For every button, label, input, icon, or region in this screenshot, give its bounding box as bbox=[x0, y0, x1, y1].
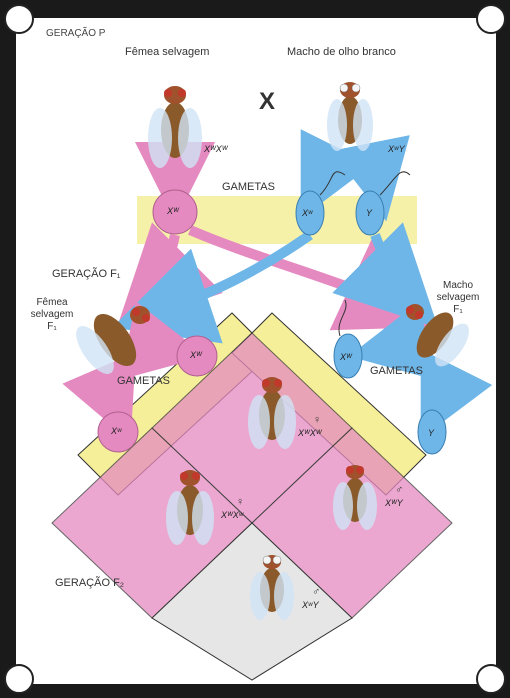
arrow-f1-male-gamete-1 bbox=[380, 345, 405, 350]
corner-bottom-left bbox=[4, 664, 34, 694]
gamete-male-p-y-label: Y bbox=[366, 208, 372, 218]
cross-symbol: X bbox=[259, 88, 275, 116]
gamete-f1-male-1-label: Xᵂ bbox=[340, 352, 352, 362]
gametes-label-p: GAMETAS bbox=[222, 181, 275, 193]
gamete-female-p-label: Xᵂ bbox=[167, 206, 179, 216]
female-wild-label: Fêmea selvagem bbox=[125, 46, 209, 58]
gametes-right-label: GAMETAS bbox=[370, 365, 423, 377]
female-genotype: XᵂXᵂ bbox=[204, 144, 228, 154]
f2-right-sex-symbol: ♂ bbox=[395, 484, 403, 496]
generation-f2-label: GERAÇÃO F₂ bbox=[55, 577, 124, 589]
gamete-f1-male-2-label: Y bbox=[428, 428, 434, 438]
male-wild-f1-line-1: Macho bbox=[432, 280, 484, 291]
f2-bottom-genotype: XʷY bbox=[302, 600, 319, 610]
arrow-f1-female-gamete-1 bbox=[150, 345, 175, 350]
f2-top-sex-symbol: ♀ bbox=[313, 414, 321, 426]
f2-left-genotype: XᵂXʷ bbox=[221, 510, 243, 520]
gamete-f1-female-2-label: Xʷ bbox=[111, 426, 122, 436]
female-wild-f1-line-2: selvagem bbox=[27, 309, 77, 320]
f2-right-genotype: XᵂY bbox=[385, 498, 403, 508]
f2-left-sex-symbol: ♀ bbox=[236, 496, 244, 508]
corner-top-left bbox=[4, 4, 34, 34]
generation-f1-label: GERAÇÃO F₁ bbox=[52, 268, 121, 280]
gamete-f1-female-1-label: Xᵂ bbox=[190, 350, 202, 360]
f2-bottom-sex-symbol: ♂ bbox=[312, 586, 320, 598]
gamete-male-p-x-label: Xʷ bbox=[302, 208, 313, 218]
female-wild-f1-line-1: Fêmea bbox=[27, 297, 77, 308]
corner-top-right bbox=[476, 4, 506, 34]
male-genotype: XʷY bbox=[388, 144, 405, 154]
male-white-eye-label: Macho de olho branco bbox=[287, 46, 396, 58]
gametes-left-label: GAMETAS bbox=[117, 375, 170, 387]
female-wild-f1-line-3: F₁ bbox=[27, 321, 77, 332]
f2-top-genotype: XᵂXᵂ bbox=[298, 428, 322, 438]
male-wild-f1-line-2: selvagem bbox=[432, 292, 484, 303]
corner-bottom-right bbox=[476, 664, 506, 694]
male-wild-f1-line-3: F₁ bbox=[432, 304, 484, 315]
generation-p-label: GERAÇÃO P bbox=[46, 28, 105, 39]
